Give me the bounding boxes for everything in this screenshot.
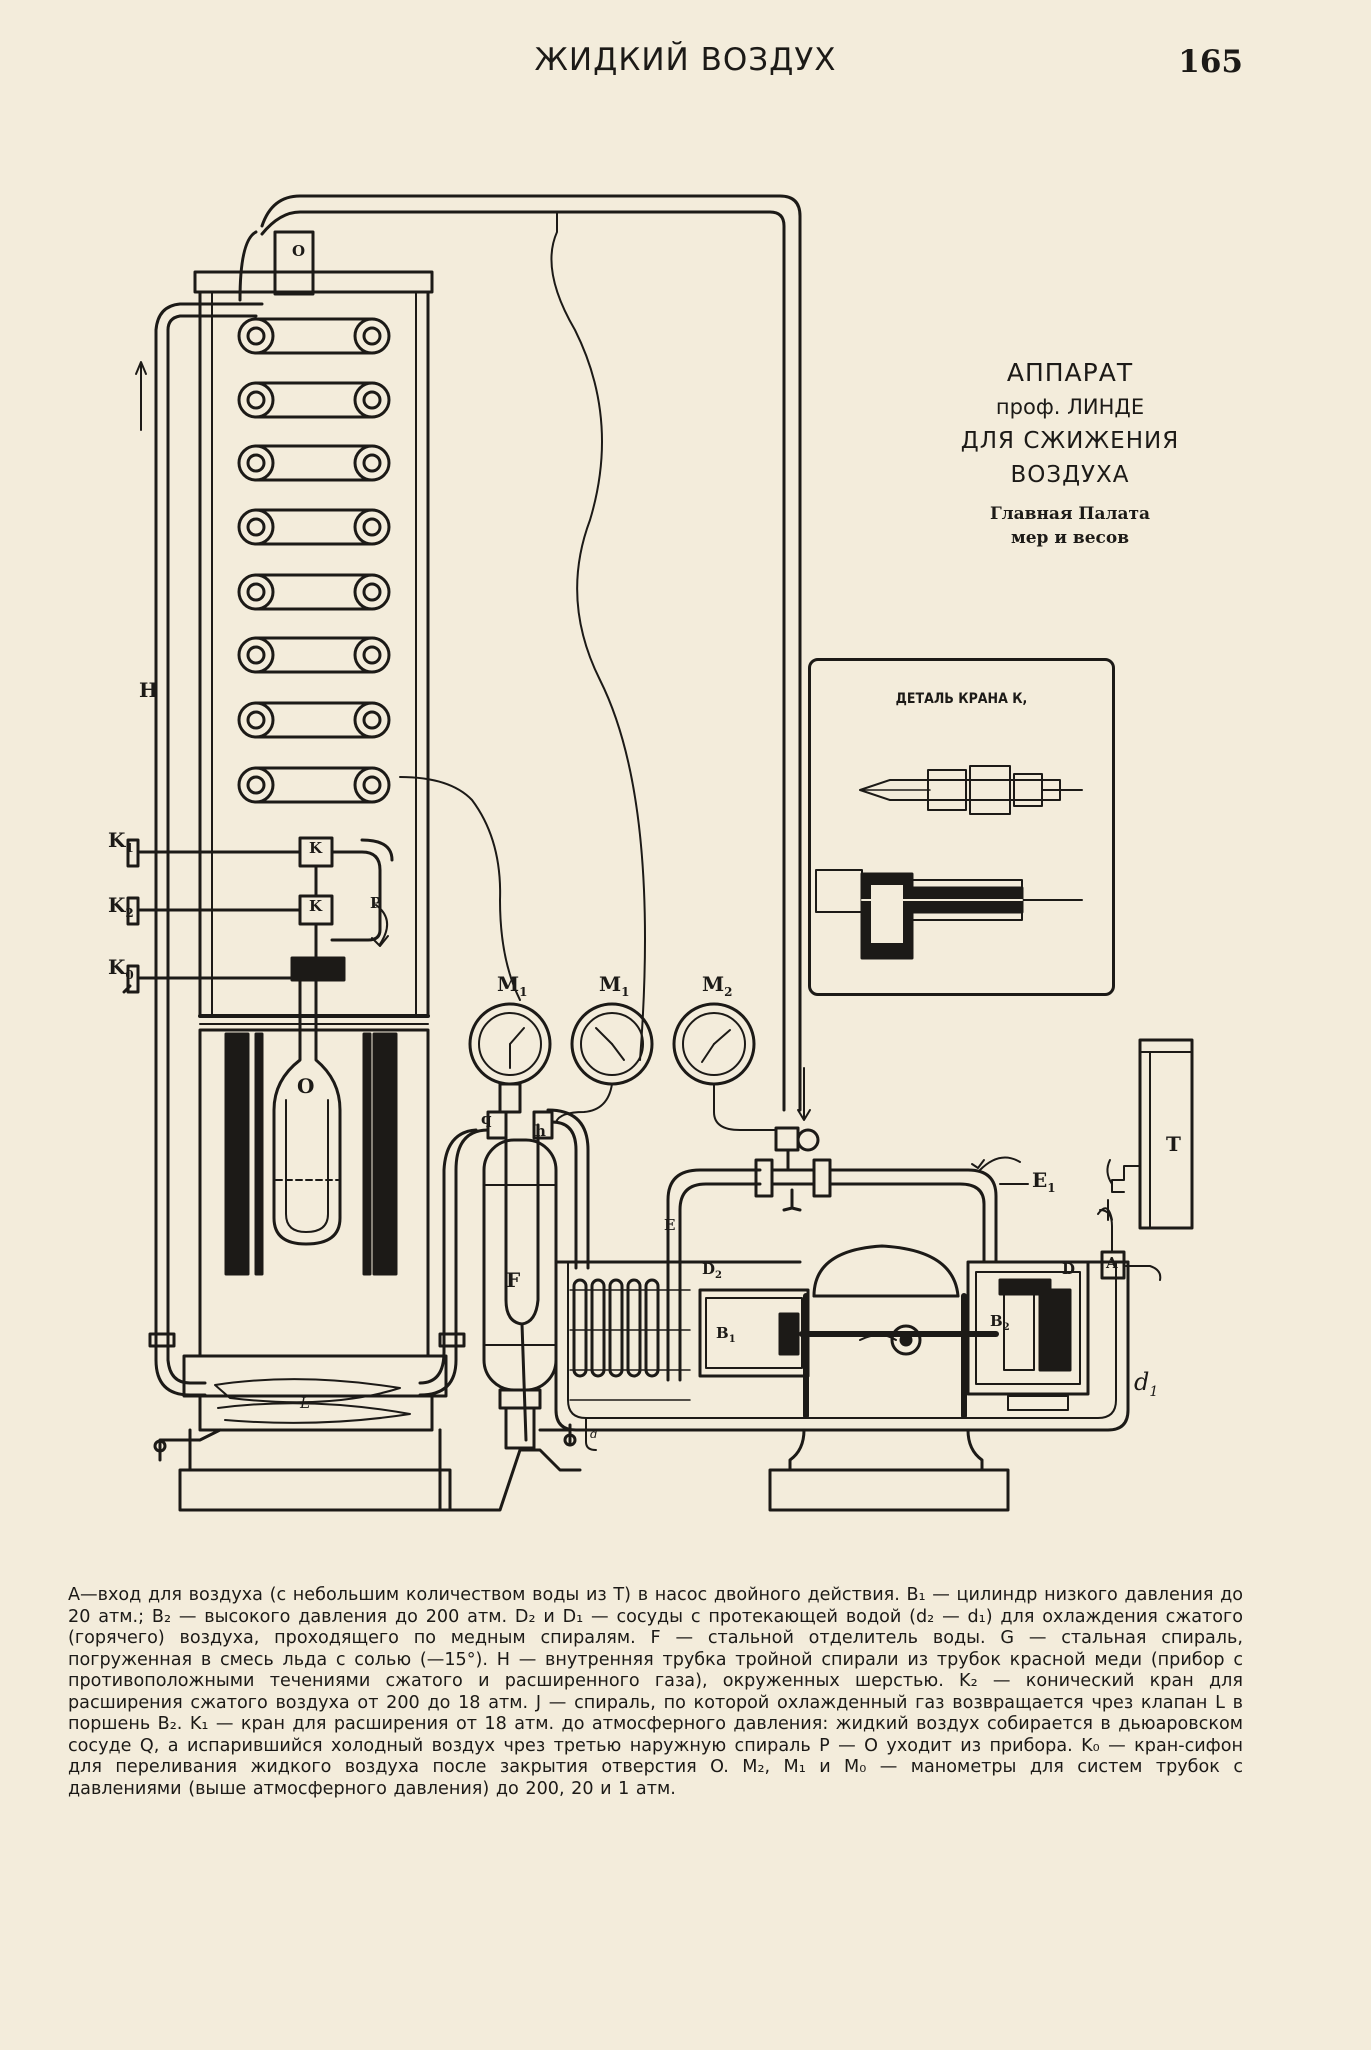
label-d1: d1 [1134,1368,1159,1400]
label-E1: E1 [1032,1168,1056,1195]
dewar-flask [272,978,342,1246]
label-q: q [481,1110,492,1128]
detail-caption: ДЕТАЛЬ КРАНА К, [895,691,1028,707]
label-H: H [139,678,158,702]
page-number: 165 [1178,44,1243,80]
figure-credit-line: Главная Палата [989,504,1151,524]
manometers [468,1002,777,1131]
label-d1-drain: d [590,1427,598,1441]
label-D2: D2 [702,1260,722,1281]
label-B2: B2 [990,1312,1010,1333]
label-K-upper-valve: K [309,839,323,857]
figure-title: АППАРАТ проф. ЛИНДЕ ДЛЯ СЖИЖЕНИЯ ВОЗДУХА… [875,356,1265,550]
figure-caption: A—вход для воздуха (с небольшим количест… [68,1585,1243,1799]
figure-title-line: проф. ЛИНДЕ [995,395,1145,419]
figure-title-line: АППАРАТ [1006,358,1134,387]
valve-detail-drawing [815,765,1083,960]
label-D1: D [1062,1260,1076,1278]
compressor [554,1038,1194,1512]
column-housing [153,270,452,1512]
label-K-lower-valve: K [309,897,323,915]
label-A: A [1106,1254,1118,1272]
label-O-dewar: O [297,1074,315,1098]
label-P: P [370,894,382,912]
label-E: E [664,1216,676,1234]
label-h: h [535,1122,546,1140]
label-M1-middle: M1 [599,972,630,999]
triple-spiral-coil [237,317,391,804]
running-title: ЖИДКИЙ ВОЗДУХ [534,42,837,78]
label-M1-left: M1 [497,972,528,999]
label-B1: B1 [716,1324,736,1345]
figure-title-line: ВОЗДУХА [1010,462,1130,488]
label-K1: K1 [108,828,134,855]
label-O-outlet: O [292,242,306,260]
label-F: F [506,1268,521,1292]
label-M2: M2 [702,972,733,999]
valve-detail-inset: ДЕТАЛЬ КРАНА К, [808,658,1115,996]
figure-credit-line: мер и весов [1010,528,1130,548]
label-L: L [300,1394,310,1412]
top-pipework [154,194,802,1112]
label-K0: K0 [108,955,134,982]
riser-H [135,328,207,1397]
label-T: T [1166,1132,1181,1156]
separator-F [418,1108,590,1512]
valves [122,836,394,994]
label-K2: K2 [108,893,134,920]
figure-title-line: ДЛЯ СЖИЖЕНИЯ [960,428,1180,454]
